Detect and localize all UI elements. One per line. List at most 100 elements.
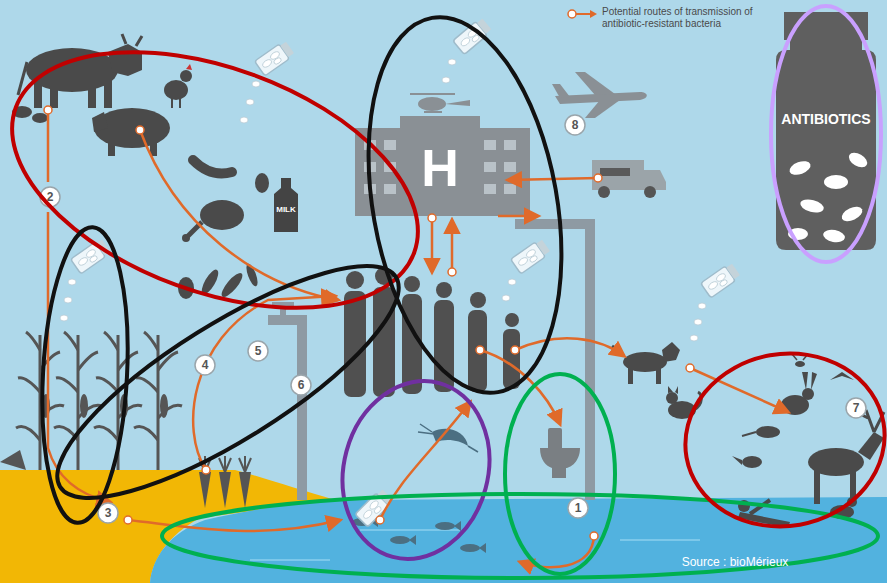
legend-arrow-sample — [566, 7, 598, 21]
people — [404, 276, 420, 292]
ambulance — [592, 160, 644, 190]
transmission-arrows — [380, 402, 470, 520]
people — [503, 329, 520, 389]
wild-animals — [830, 372, 854, 380]
hospital-building — [364, 140, 376, 150]
pill-bottles — [252, 81, 260, 87]
hospital-building — [364, 184, 376, 194]
hospital-building — [355, 128, 530, 216]
pill-bottles — [246, 99, 254, 105]
airplane — [552, 72, 647, 118]
callout-circles — [40, 187, 60, 207]
helicopter — [418, 97, 446, 111]
antibiotic-pills — [839, 204, 864, 224]
pill-bottles — [690, 335, 698, 341]
hospital-building — [364, 162, 376, 172]
wild-animals — [795, 361, 805, 367]
hospital-building — [384, 184, 396, 194]
food-products — [182, 234, 190, 242]
hospital-building — [504, 140, 516, 150]
toilet — [540, 448, 580, 478]
antibiotic-pills — [788, 150, 870, 244]
legend-entry: Potential routes of transmission of anti… — [566, 6, 766, 30]
legend-arrow-head — [590, 10, 597, 18]
farm-animals — [108, 44, 142, 76]
people — [346, 271, 364, 289]
food-products — [255, 173, 269, 193]
people — [505, 313, 519, 327]
callout-number: 7 — [846, 401, 866, 415]
farm-animals — [92, 112, 108, 132]
crops — [0, 450, 26, 470]
farm-animals — [50, 80, 58, 108]
wild-animals — [847, 497, 857, 507]
wild-animals — [750, 500, 770, 514]
pill-bottles — [701, 262, 742, 298]
pets — [666, 392, 678, 404]
crops — [54, 332, 102, 470]
callout-circles — [98, 503, 118, 523]
ambulance — [644, 186, 656, 198]
callout-circles — [291, 375, 311, 395]
pill-bottles — [71, 238, 112, 274]
transmission-arrows — [508, 178, 598, 180]
legend-arrow-dot — [568, 10, 576, 18]
wild-animals — [738, 512, 790, 528]
helicopter — [445, 100, 470, 106]
callout-number: 1 — [568, 501, 588, 515]
water-highlight — [162, 494, 878, 578]
pill-bottles — [68, 279, 76, 285]
transmission-arrows — [515, 338, 624, 356]
farm-animals — [180, 70, 192, 82]
aquatic-life — [352, 424, 486, 553]
antibiotics-bottle: ANTIBIOTICS — [772, 12, 880, 250]
callout-number: 4 — [195, 358, 215, 372]
milk-bottle-outline — [270, 178, 302, 232]
wild-animals — [738, 500, 750, 512]
crops-highlight — [35, 225, 134, 525]
transmission-arrows — [193, 296, 335, 470]
wild-animals — [756, 426, 780, 438]
transmission-arrows — [48, 110, 110, 502]
farm-animals — [172, 99, 180, 108]
vegetables — [199, 267, 222, 296]
food-chain-highlight — [29, 228, 426, 536]
people — [434, 300, 454, 392]
milk-bottle-text: MILK — [270, 206, 302, 214]
hospital-building — [355, 116, 530, 216]
callout-circles — [195, 355, 215, 375]
water-tap — [280, 306, 286, 316]
antibiotic-pills — [824, 175, 848, 189]
antibiotic-pills — [822, 228, 846, 244]
hospital-building — [484, 184, 496, 194]
transmission-arrows — [48, 110, 788, 567]
transmission-arrows — [431, 218, 434, 272]
farm-animals — [104, 80, 112, 108]
people — [436, 282, 452, 298]
wild-animals — [814, 470, 820, 504]
people — [344, 267, 520, 397]
hospital-building — [504, 184, 516, 194]
pill-bottles — [508, 279, 516, 285]
pets — [668, 386, 678, 394]
farm-animals — [122, 34, 142, 46]
aquatic-life — [390, 535, 416, 545]
crops — [199, 456, 211, 508]
hospital-highlight — [341, 2, 588, 408]
aquaculture-highlight — [323, 364, 509, 575]
food-products — [200, 200, 244, 230]
farm-animals — [108, 138, 115, 156]
pets — [656, 368, 661, 384]
water-tap — [268, 302, 302, 500]
pill-bottles — [255, 40, 296, 76]
route-origin-dots — [511, 346, 519, 354]
people — [344, 291, 366, 397]
callout-number: 2 — [40, 190, 60, 204]
route-origin-dots — [428, 214, 436, 222]
crops — [219, 456, 231, 508]
route-origin-dots — [44, 106, 52, 114]
vegetables — [178, 277, 194, 299]
farm-animals — [34, 80, 42, 108]
crops — [134, 332, 182, 470]
